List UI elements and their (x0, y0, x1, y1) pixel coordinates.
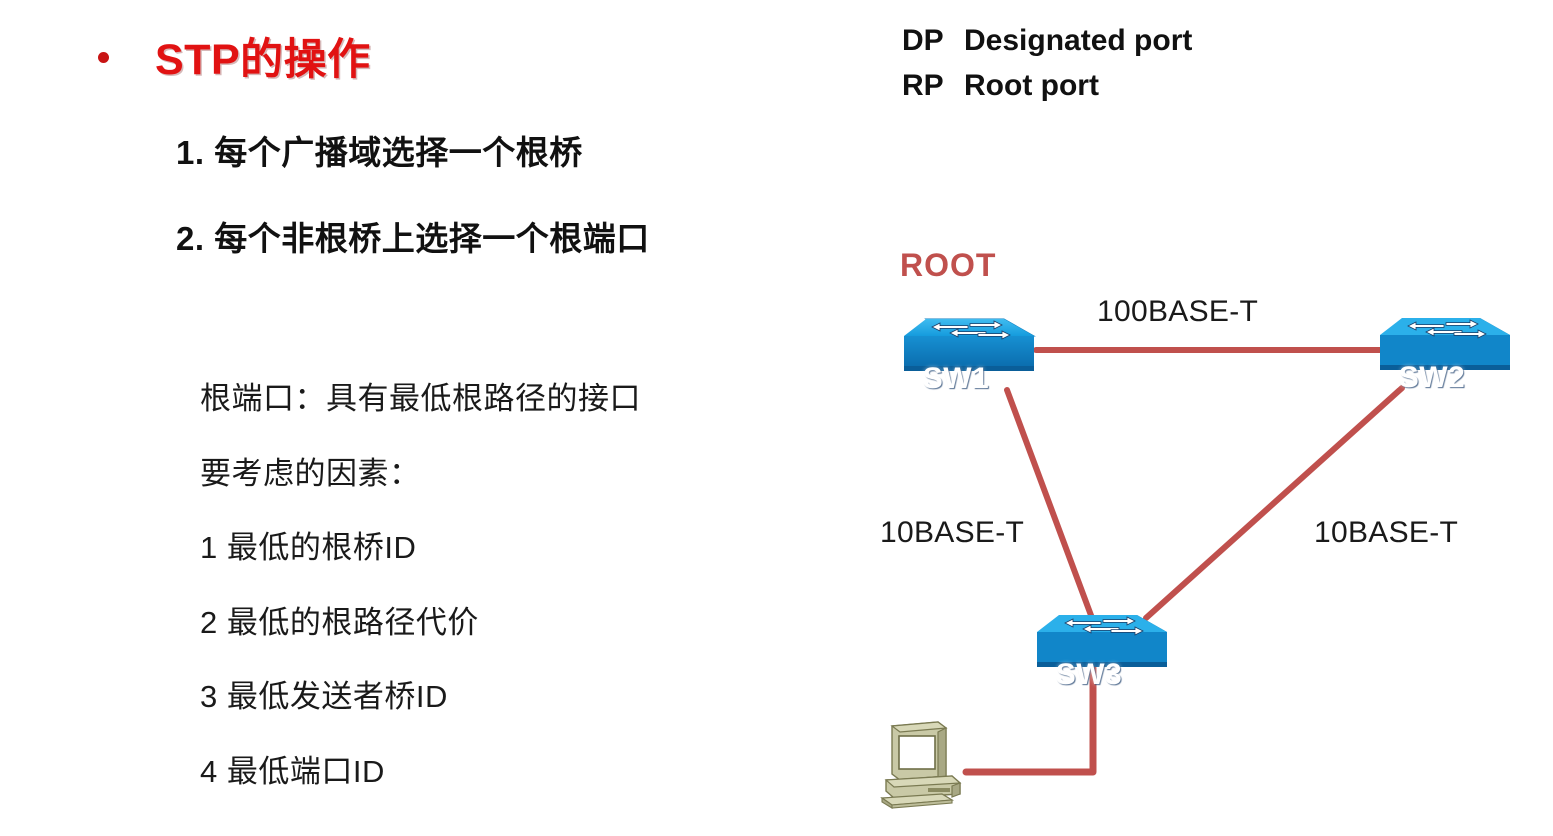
root-bridge-label: ROOT (900, 247, 997, 283)
legend-abbr-dp: DP (902, 24, 944, 57)
procedure-step-2: 2. 每个非根桥上选择一个根端口 (176, 220, 650, 257)
link-label-10base-t-right: 10BASE-T (1314, 516, 1459, 549)
legend-text-rp: Root port (964, 69, 1099, 102)
legend-row-dp: DP Designated port (902, 18, 1192, 63)
switch-label-sw2: SW2 (1398, 361, 1466, 394)
link-sw2-sw3 (1143, 385, 1405, 621)
page-title: STP的操作 (155, 36, 371, 84)
bullet-dot-icon (98, 52, 109, 63)
switch-node-sw3[interactable]: SW3 (1029, 605, 1175, 697)
computer-icon (880, 721, 962, 809)
body-line-factors-heading: 要考虑的因素： (200, 456, 421, 491)
link-label-100base-t: 100BASE-T (1097, 295, 1259, 328)
legend-row-rp: RP Root port (902, 63, 1192, 108)
body-line-root-port-definition: 根端口：具有最低根路径的接口 (200, 381, 641, 416)
legend: DP Designated port RP Root port (902, 18, 1192, 108)
body-line-factor-2: 2 最低的根路径代价 (200, 605, 479, 640)
procedure-step-1: 1. 每个广播域选择一个根桥 (176, 134, 583, 171)
legend-text-dp: Designated port (964, 24, 1193, 57)
legend-abbr-rp: RP (902, 69, 944, 102)
body-line-factor-4: 4 最低端口ID (200, 754, 385, 789)
workstation-node-pc1[interactable] (880, 718, 980, 810)
switch-node-sw2[interactable]: SW2 (1372, 308, 1518, 400)
switch-label-sw3: SW3 (1055, 658, 1123, 691)
link-label-10base-t-left: 10BASE-T (880, 516, 1025, 549)
body-line-factor-3: 3 最低发送者桥ID (200, 679, 448, 714)
body-line-factor-1: 1 最低的根桥ID (200, 530, 417, 565)
switch-label-sw1: SW1 (922, 362, 990, 395)
link-sw1-sw3 (1004, 387, 1095, 621)
switch-node-sw1[interactable]: SW1 (896, 309, 1042, 401)
